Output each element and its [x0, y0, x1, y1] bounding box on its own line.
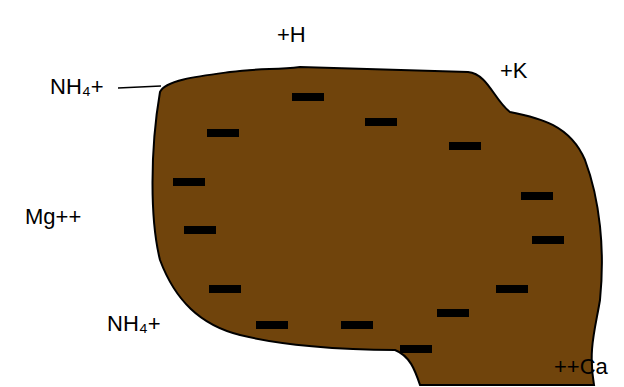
leader-line	[118, 86, 161, 88]
negative-charge	[184, 226, 216, 234]
negative-charge	[256, 321, 288, 329]
cation-label: NH₄+	[107, 311, 161, 337]
soil-particle	[153, 67, 602, 385]
cation-label: NH₄+	[50, 74, 104, 100]
negative-charges	[173, 93, 564, 353]
cation-label: Mg++	[25, 204, 81, 230]
negative-charge	[437, 309, 469, 317]
cation-label: ++Ca	[554, 354, 608, 380]
negative-charge	[449, 142, 481, 150]
cation-label: +K	[500, 58, 528, 84]
negative-charge	[207, 129, 239, 137]
negative-charge	[532, 236, 564, 244]
negative-charge	[292, 93, 324, 101]
negative-charge	[341, 321, 373, 329]
negative-charge	[521, 192, 553, 200]
negative-charge	[496, 285, 528, 293]
negative-charge	[173, 178, 205, 186]
cation-label: +H	[277, 22, 306, 48]
negative-charge	[209, 285, 241, 293]
negative-charge	[365, 118, 397, 126]
negative-charge	[400, 345, 432, 353]
